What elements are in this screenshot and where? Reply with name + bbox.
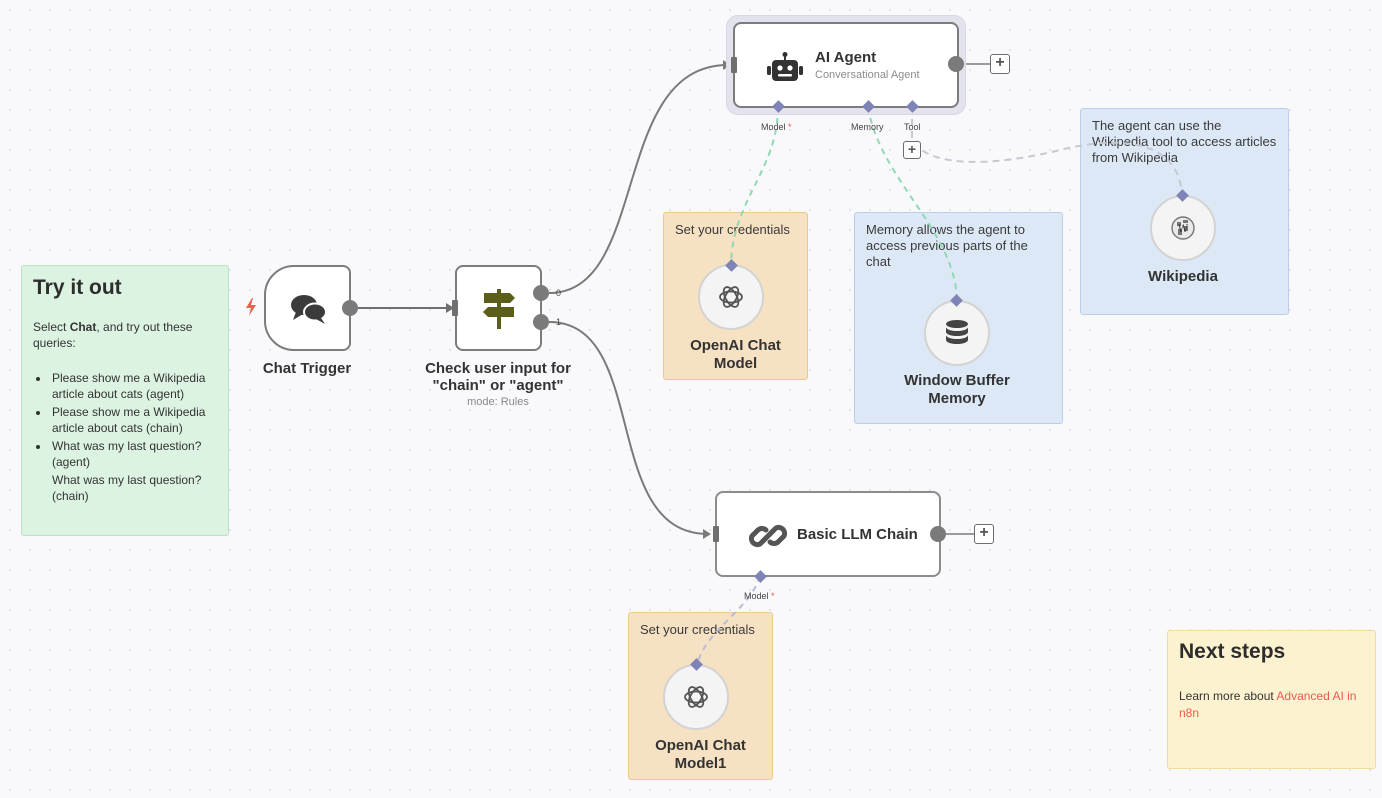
next-steps-text: Learn more about Advanced AI in n8n — [1179, 689, 1357, 720]
chat-trigger-node[interactable] — [264, 265, 351, 351]
switch-label-line1: Check user input for — [425, 360, 571, 377]
switch-output-0-handle[interactable] — [533, 285, 549, 301]
wikipedia-label: Wikipedia — [1148, 268, 1218, 285]
openai-chat-model1-label-line1: OpenAI Chat — [655, 737, 746, 754]
try-it-out-note[interactable]: Try it out Select Chat, and try out thes… — [21, 265, 229, 536]
query-item: What was my last question? (chain) — [52, 473, 202, 503]
query-item: What was my last question? (agent) — [50, 439, 217, 470]
switch-output-1-label: 1 — [556, 317, 562, 327]
query-item: Please show me a Wikipedia article about… — [50, 405, 217, 436]
switch-mode-subtitle: mode: Rules — [467, 396, 529, 408]
window-buffer-memory-label-line2: Memory — [928, 390, 986, 407]
ai-agent-output-handle[interactable] — [948, 56, 964, 72]
chat-trigger-output-handle[interactable] — [342, 300, 358, 316]
openai-chat-model1-label-line2: Model1 — [674, 755, 727, 772]
credentials-note-top-text: Set your credentials — [675, 222, 790, 237]
credentials-note-bottom-text: Set your credentials — [640, 622, 755, 637]
wikipedia-node[interactable]: W — [1150, 195, 1216, 261]
svg-text:W: W — [1178, 224, 1189, 235]
next-steps-note[interactable]: Next steps Learn more about Advanced AI … — [1167, 630, 1376, 769]
ai-agent-node[interactable]: AI Agent Conversational Agent — [733, 22, 959, 108]
chat-bubbles-icon — [291, 295, 327, 324]
wikipedia-globe-icon: W — [1171, 216, 1195, 240]
llm-chain-add-node-button[interactable]: + — [974, 524, 994, 544]
memory-note-text: Memory allows the agent to access previo… — [866, 222, 1028, 269]
ai-agent-model-port-label: Model * — [761, 122, 792, 132]
openai-icon — [719, 286, 743, 308]
ai-agent-add-node-button[interactable]: + — [990, 54, 1010, 74]
ai-agent-subtitle: Conversational Agent — [815, 69, 920, 81]
switch-output-0-label: 0 — [556, 288, 562, 298]
ai-agent-input-handle[interactable] — [731, 57, 737, 73]
ai-agent-memory-port-label: Memory — [851, 122, 884, 132]
query-list: Please show me a Wikipedia article about… — [50, 371, 217, 504]
wikipedia-note-text: The agent can use the Wikipedia tool to … — [1092, 118, 1277, 165]
openai-icon — [684, 686, 708, 708]
chat-trigger-label: Chat Trigger — [262, 360, 352, 377]
ai-agent-title: AI Agent — [815, 49, 877, 66]
try-it-out-title: Try it out — [33, 276, 122, 299]
query-item: Please show me a Wikipedia article about… — [50, 371, 217, 402]
llm-chain-title: Basic LLM Chain — [797, 526, 918, 543]
openai-chat-model-node[interactable] — [698, 264, 764, 330]
switch-output-1-handle[interactable] — [533, 314, 549, 330]
openai-chat-model-label-line2: Model — [713, 355, 758, 372]
switch-input-handle[interactable] — [452, 300, 458, 316]
trigger-bolt-icon — [245, 298, 257, 321]
llm-chain-input-handle[interactable] — [713, 526, 719, 542]
llm-chain-node[interactable]: Basic LLM Chain — [715, 491, 941, 577]
ai-agent-tool-port-label: Tool — [904, 122, 921, 132]
next-steps-title: Next steps — [1179, 640, 1286, 663]
chain-link-icon — [749, 524, 787, 548]
robot-icon — [767, 52, 803, 81]
try-it-out-intro: Select Chat, and try out these queries: — [33, 320, 193, 350]
ai-agent-add-tool-button[interactable]: + — [903, 141, 921, 159]
signpost-icon — [483, 289, 515, 329]
llm-chain-output-handle[interactable] — [930, 526, 946, 542]
switch-label-line2: "chain" or "agent" — [432, 377, 564, 394]
openai-chat-model1-node[interactable] — [663, 664, 729, 730]
switch-node[interactable] — [455, 265, 542, 351]
database-icon — [946, 320, 968, 344]
window-buffer-memory-node[interactable] — [924, 300, 990, 366]
llm-chain-model-port-label: Model * — [744, 591, 775, 601]
openai-chat-model-label-line1: OpenAI Chat — [690, 337, 781, 354]
window-buffer-memory-label-line1: Window Buffer — [904, 372, 1010, 389]
advanced-ai-link[interactable]: Advanced AI in n8n — [1179, 689, 1357, 720]
chat-keyword: Chat — [69, 320, 97, 334]
